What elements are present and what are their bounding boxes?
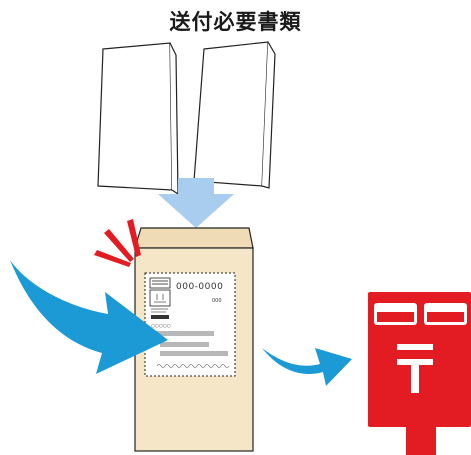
insert-arrow-icon [10, 260, 168, 374]
label-postal-number: 000-0000 [176, 282, 223, 292]
diagram-title: 送付必要書類 [169, 10, 302, 34]
address-label: 000-0000 000 ○○○○○ [144, 272, 236, 377]
send-arrow-icon [262, 348, 352, 386]
japan-post-box-icon [368, 292, 471, 455]
document-right [193, 41, 276, 189]
envelope-icon: 000-0000 000 ○○○○○ [134, 227, 254, 452]
label-recipient-name: ○○○○○ [151, 324, 171, 329]
document-left [97, 42, 179, 196]
down-arrow-icon [158, 178, 234, 228]
label-small-code: 000 [212, 298, 222, 304]
alert-marks-icon [94, 219, 141, 267]
document-pair-icon [97, 41, 276, 196]
